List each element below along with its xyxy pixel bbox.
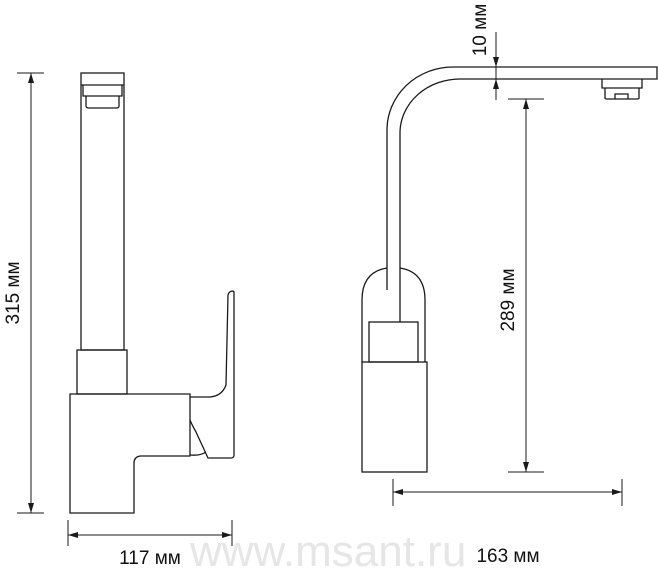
spout-tube-side [80, 72, 125, 351]
base-dome [361, 267, 426, 362]
aerator-side [82, 85, 123, 109]
body-front [361, 361, 428, 473]
label-side-depth: 117 мм [119, 548, 181, 568]
dimension-total-height: 315 мм [3, 72, 44, 514]
dimension-side-depth: 117 мм [67, 520, 233, 568]
watermark: www.msant.ru [189, 527, 466, 568]
label-spout-reach: 163 мм [476, 546, 539, 567]
aerator-front [601, 79, 643, 100]
collar-front [368, 321, 419, 363]
label-total-height: 315 мм [3, 261, 24, 324]
spout-tube-front [386, 66, 658, 322]
front-view [361, 66, 658, 473]
lever-handle-side [189, 290, 235, 459]
label-spout-thickness: 10 мм [470, 4, 491, 57]
label-spout-clearance: 289 мм [498, 268, 519, 331]
side-view [69, 72, 235, 514]
dimension-spout-thickness: 10 мм [470, 4, 499, 100]
collar-side [76, 349, 128, 395]
body-side [69, 393, 191, 514]
dimension-spout-clearance: 289 мм [498, 98, 544, 473]
dimension-spout-reach: 163 мм [392, 479, 623, 567]
